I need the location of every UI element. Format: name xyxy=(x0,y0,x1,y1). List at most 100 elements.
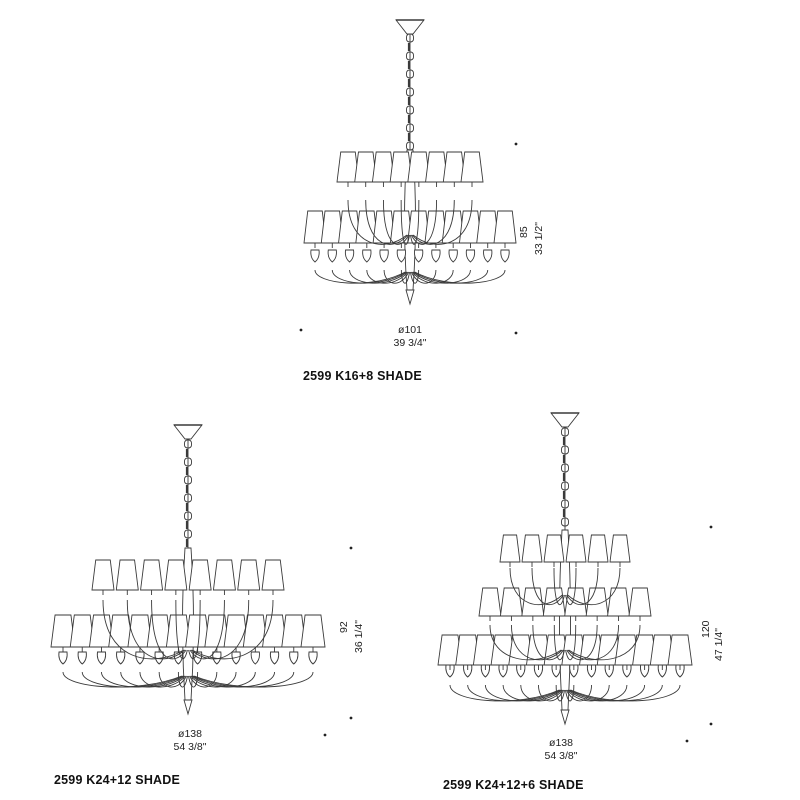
candle-arm xyxy=(412,199,473,245)
candle-cup xyxy=(396,249,406,263)
candle-cup xyxy=(269,651,280,665)
candle-arm xyxy=(188,671,199,688)
candle-cup xyxy=(445,664,455,678)
lamp-shade xyxy=(607,587,631,617)
lamp-shade xyxy=(521,534,543,563)
chain-link xyxy=(561,481,569,491)
lamp-shade xyxy=(585,587,609,617)
lamp-shade xyxy=(300,614,326,648)
lamp-shade xyxy=(188,559,212,591)
candle-arm xyxy=(567,567,621,605)
candle-arm xyxy=(568,624,641,661)
candle-arm xyxy=(189,599,225,660)
lamp-shade xyxy=(565,534,587,563)
dimension-marker xyxy=(514,331,518,335)
candle-cup xyxy=(551,664,561,678)
chain-link xyxy=(561,445,569,455)
candle-cup xyxy=(310,249,320,263)
chain-link xyxy=(184,457,192,467)
model-name-k16-8: 2599 K16+8 SHADE xyxy=(303,369,422,383)
dimension-marker xyxy=(349,716,353,720)
candle-arm xyxy=(564,684,575,702)
lamp-shade xyxy=(237,559,261,591)
height-cm-k24-12-6: 120 xyxy=(700,620,712,638)
diameter-cm-k24-12-6: ø138 xyxy=(549,737,573,749)
candle-cup xyxy=(622,664,632,678)
dimension-marker xyxy=(299,328,303,332)
candle-cup xyxy=(362,249,372,263)
candle-cup xyxy=(640,664,650,678)
lamp-shade xyxy=(493,210,517,244)
candle-arm xyxy=(410,199,438,245)
candle-cup xyxy=(465,249,476,263)
chain-link xyxy=(406,105,414,115)
lamp-shade xyxy=(460,151,484,183)
lamp-shade xyxy=(140,559,164,591)
lamp-shade xyxy=(499,534,521,563)
dimension-marker xyxy=(709,722,713,726)
chain-link xyxy=(184,493,192,503)
candle-arm xyxy=(81,671,183,688)
candle-cup xyxy=(308,651,318,665)
dimension-marker xyxy=(323,733,327,737)
candle-arm xyxy=(126,599,186,660)
dimension-marker xyxy=(685,739,689,743)
candle-arm xyxy=(189,671,218,688)
candle-arm xyxy=(192,599,274,660)
candle-cup xyxy=(58,651,68,665)
candle-arm xyxy=(532,624,564,661)
candle-cup xyxy=(77,651,87,665)
candle-cup xyxy=(569,664,579,678)
candle-arm xyxy=(366,269,409,284)
diameter-in-k24-12-6: 54 3/8" xyxy=(544,750,578,762)
candle-cup xyxy=(675,664,685,678)
candle-cup xyxy=(231,651,241,665)
chain-link xyxy=(406,51,414,61)
candle-cup xyxy=(516,664,526,678)
candle-arm xyxy=(194,671,314,688)
chain-link xyxy=(184,439,192,449)
lamp-shade xyxy=(261,559,285,591)
candle-cup xyxy=(116,651,126,665)
candle-cup xyxy=(586,664,597,678)
candle-cup xyxy=(480,664,490,678)
candle-arm xyxy=(520,684,564,702)
candle-arm xyxy=(382,199,410,245)
candle-arm xyxy=(314,269,406,284)
chain-link xyxy=(406,33,414,43)
candle-cup xyxy=(250,651,260,665)
candle-arm xyxy=(158,671,187,688)
diameter-in-k16-8: 39 3/4" xyxy=(393,337,427,349)
candle-cup xyxy=(533,664,544,678)
candle-arm xyxy=(62,671,182,688)
lamp-shade xyxy=(115,559,139,591)
bottom-finial xyxy=(560,709,570,726)
lamp-shade xyxy=(543,534,565,563)
candle-arm xyxy=(139,671,186,688)
height-in-k24-12-6: 47 1/4" xyxy=(713,628,725,661)
candle-arm xyxy=(414,269,506,284)
candle-arm xyxy=(449,684,560,702)
candle-arm xyxy=(102,599,184,660)
dimension-marker xyxy=(349,546,353,550)
candle-arm xyxy=(489,624,562,661)
candle-arm xyxy=(411,199,455,245)
candle-arm xyxy=(467,684,561,702)
candle-arm xyxy=(175,599,188,660)
candle-cup xyxy=(500,249,510,263)
model-name-k24-12-6: 2599 K24+12+6 SHADE xyxy=(443,778,584,792)
candle-arm xyxy=(151,599,187,660)
chain-link xyxy=(561,499,569,509)
candle-arm xyxy=(566,567,599,605)
chain-link xyxy=(406,123,414,133)
lamp-shade xyxy=(521,587,545,617)
diameter-cm-k24-12: ø138 xyxy=(178,728,202,740)
candle-arm xyxy=(101,671,184,688)
candle-arm xyxy=(555,684,566,702)
candle-arm xyxy=(567,624,620,661)
chain-link xyxy=(184,475,192,485)
candle-arm xyxy=(400,269,411,284)
